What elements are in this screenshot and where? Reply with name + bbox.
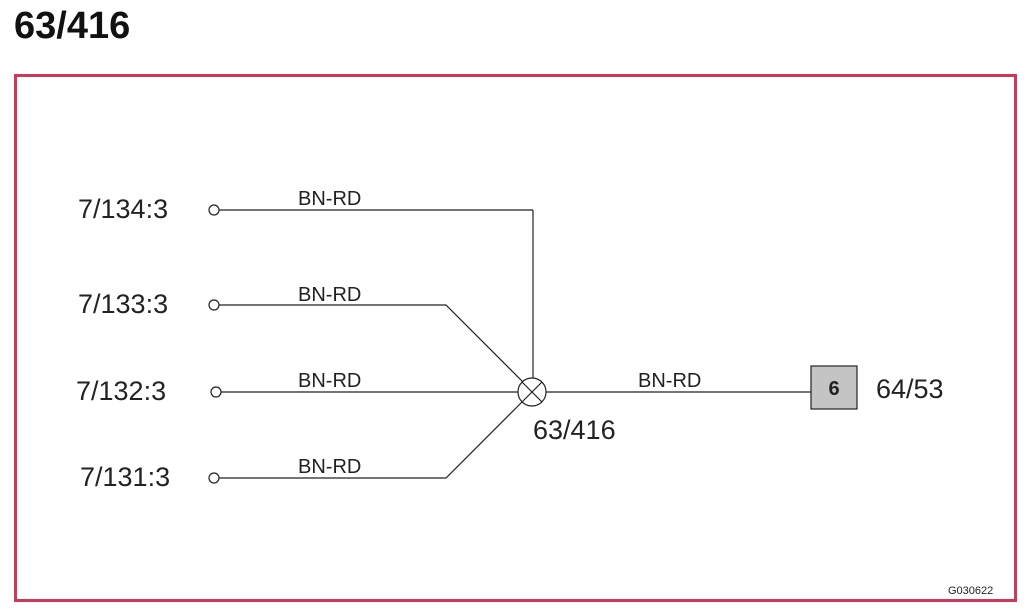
input-connector-label-4: 7/131:3	[80, 462, 170, 492]
wire-color-label-1: BN-RD	[298, 188, 361, 210]
terminal-circle-1	[208, 204, 220, 216]
wire-segment-4	[219, 401, 523, 479]
splice-label: 63/416	[533, 415, 616, 445]
input-connector-label-3: 7/132:3	[76, 376, 166, 406]
wire-segment-2	[219, 304, 524, 383]
input-line-1: 7/134:3 BN-RD	[78, 188, 534, 378]
reference-code: G030622	[948, 585, 993, 597]
terminal-circle-2	[208, 299, 220, 311]
input-line-2: 7/133:3 BN-RD	[78, 284, 524, 383]
terminal-circle-4	[208, 472, 220, 484]
wire-color-label-3: BN-RD	[298, 370, 361, 392]
input-connector-label-1: 7/134:3	[78, 194, 168, 224]
output-pin-number: 6	[828, 378, 839, 400]
diagram-frame	[14, 74, 1017, 602]
wire-color-label-4: BN-RD	[298, 456, 361, 478]
output-wire-color-label: BN-RD	[638, 370, 701, 392]
output-line: BN-RD 6 64/53	[546, 365, 944, 410]
terminal-circle-3	[210, 386, 222, 398]
input-line-4: 7/131:3 BN-RD	[80, 401, 523, 492]
input-line-3: 7/132:3 BN-RD	[76, 370, 518, 406]
output-connector-label: 64/53	[876, 374, 944, 404]
wire-color-label-2: BN-RD	[298, 284, 361, 306]
input-connector-label-2: 7/133:3	[78, 289, 168, 319]
page-title: 63/416	[14, 5, 131, 47]
splice-node: 63/416	[517, 377, 616, 445]
output-pin-box	[810, 365, 858, 410]
splice-cross-b	[521, 381, 543, 403]
